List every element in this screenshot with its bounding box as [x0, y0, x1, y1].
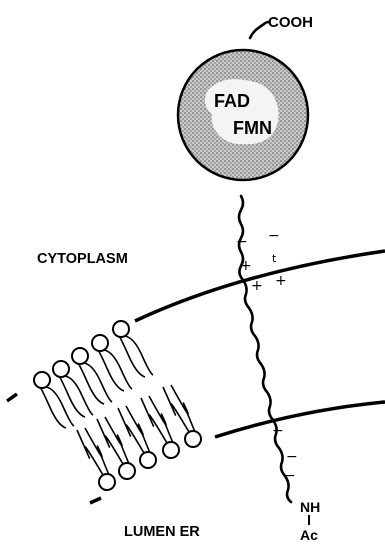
lipid-head [119, 463, 135, 479]
lipid-tail [78, 363, 104, 404]
lipid-head [99, 474, 115, 490]
lipid-head [163, 442, 179, 458]
charge-plus: + [240, 258, 252, 274]
lipid-head [113, 321, 129, 337]
cytoplasm-label: CYTOPLASM [37, 251, 128, 267]
lipid-head [34, 372, 50, 388]
charge-minus: − [236, 234, 248, 250]
lumen-er-label: LUMEN ER [124, 524, 200, 540]
ac-label: Ac [300, 527, 318, 543]
fmn-label: FMN [233, 118, 272, 138]
membrane-inner-surface-left [90, 498, 101, 503]
lipid-tail [59, 376, 85, 417]
lipid-tail [119, 336, 145, 377]
cooh-tail-chain [250, 22, 269, 38]
charge-plus: + [275, 273, 287, 289]
charge-minus: − [268, 228, 280, 244]
lipid-head [53, 361, 69, 377]
nh-label: NH [300, 499, 320, 515]
cooh-label: COOH [268, 14, 313, 31]
fad-label: FAD [214, 91, 250, 111]
charge-minus: − [286, 449, 298, 465]
lipid-head [92, 335, 108, 351]
lipid-head [72, 348, 88, 364]
charge-minus: − [284, 468, 296, 484]
lipid-bilayer [34, 321, 201, 490]
membrane-outer-surface-left [7, 394, 17, 401]
charge-plus: + [251, 278, 263, 294]
charge-minus: − [272, 423, 284, 439]
membrane-inner-surface [215, 402, 385, 437]
lipid-tail [40, 387, 66, 428]
charge-t-mark: t [272, 252, 277, 265]
lipid-head [140, 452, 156, 468]
lipid-head [185, 431, 201, 447]
